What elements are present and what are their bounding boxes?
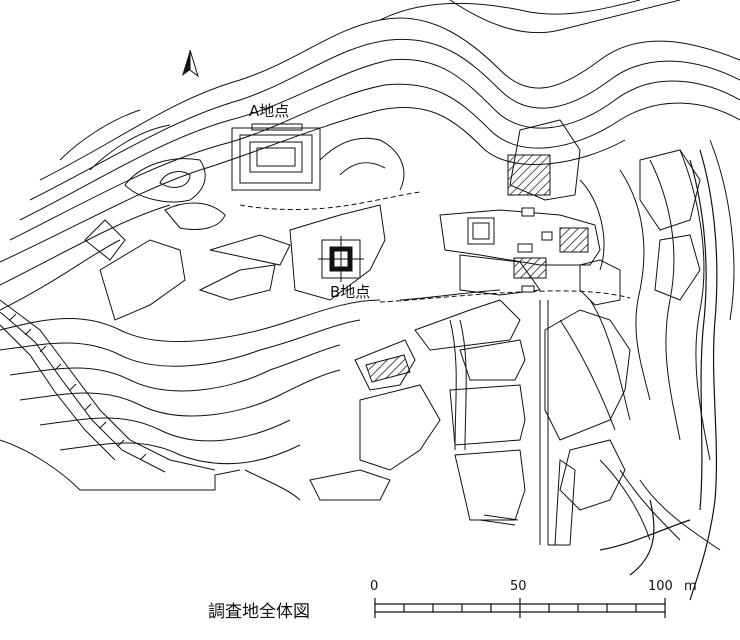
north-arrow-icon bbox=[182, 49, 199, 78]
scale-tick-100: 100 bbox=[648, 579, 673, 594]
site-a-label: A地点 bbox=[249, 102, 290, 120]
scale-tick-50: 50 bbox=[510, 579, 527, 594]
scale-bar bbox=[374, 598, 666, 618]
hatched-buildings bbox=[365, 154, 589, 383]
contour-lines bbox=[0, 0, 740, 311]
scale-tick-0: 0 bbox=[370, 579, 379, 594]
west-scarp bbox=[0, 299, 216, 473]
lower-contour-lines bbox=[0, 139, 735, 551]
map-caption: 調査地全体図 bbox=[208, 602, 310, 622]
scale-unit: m bbox=[684, 579, 697, 594]
small-buildings bbox=[467, 207, 553, 293]
paths bbox=[239, 191, 631, 546]
terraces bbox=[84, 119, 701, 521]
site-b-label: B地点 bbox=[330, 283, 371, 301]
site-a-structure bbox=[231, 123, 321, 191]
site-b-structure bbox=[318, 236, 364, 282]
east-cliff bbox=[599, 149, 718, 601]
